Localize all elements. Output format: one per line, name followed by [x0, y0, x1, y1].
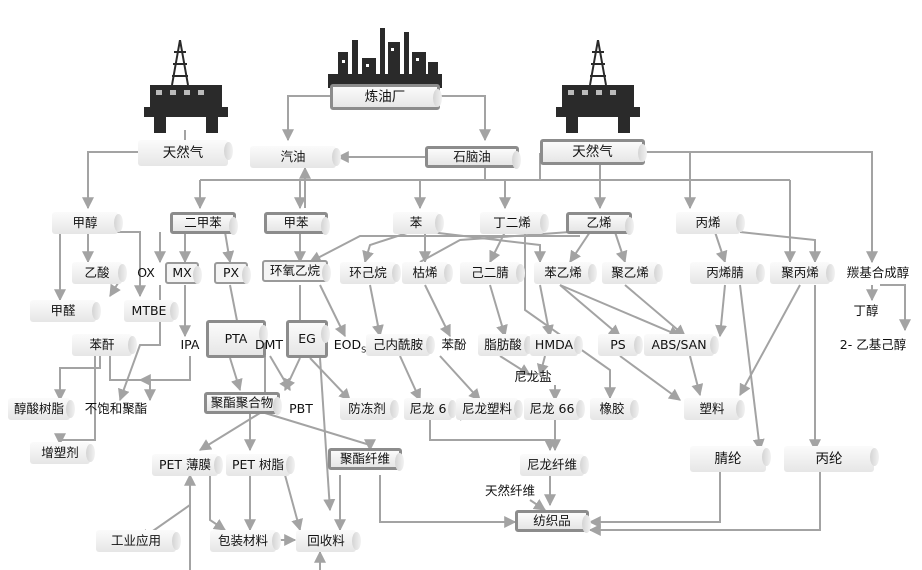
node-natural-gas-left: 天然气	[138, 140, 228, 166]
node-toluene: 甲苯	[264, 212, 328, 234]
node-pet-resin: PET 树脂	[226, 454, 290, 476]
node-alkyd-resin: 醇酸树脂	[8, 398, 70, 420]
node-acrylonitrile: 丙烯腈	[690, 262, 760, 284]
node-rubber: 橡胶	[590, 398, 634, 420]
node-ethylhexanol: 2- 乙基己醇	[830, 334, 916, 356]
node-methanol: 甲醇	[52, 212, 118, 234]
node-hmda: HMDA	[530, 334, 578, 356]
node-ox: OX	[132, 262, 160, 284]
node-nylon-66: 尼龙 66	[524, 398, 580, 420]
node-phenol: 苯酚	[434, 334, 474, 356]
node-styrene: 苯乙烯	[534, 262, 592, 284]
node-refinery: 炼油厂	[330, 84, 440, 110]
node-unsaturated-polyester: 不饱和聚酯	[78, 398, 154, 420]
node-industrial-use: 工业应用	[96, 530, 176, 552]
node-ipa: IPA	[172, 334, 208, 356]
node-gasoline: 汽油	[250, 146, 336, 168]
node-xylene: 二甲苯	[170, 212, 236, 234]
node-polyester-polymer: 聚酯聚合物	[204, 392, 280, 414]
node-eod: EODS	[330, 334, 370, 356]
node-oxo-alcohol: 羰基合成醇	[838, 262, 918, 284]
node-natural-fiber: 天然纤维	[478, 480, 542, 502]
offshore-platform-icon	[140, 40, 232, 140]
node-pbt: PBT	[284, 398, 318, 420]
node-polypropylene-fiber: 丙纶	[784, 446, 874, 472]
node-natural-gas-right: 天然气	[540, 139, 645, 165]
node-polyethylene: 聚乙烯	[602, 262, 658, 284]
node-nylon-plastic: 尼龙塑料	[456, 398, 518, 420]
node-ethylene-oxide: 环氧乙烷	[262, 260, 328, 282]
node-mtbe: MTBE	[124, 300, 174, 322]
node-packaging: 包装材料	[210, 530, 276, 552]
refinery-icon	[328, 22, 442, 88]
node-plastics: 塑料	[684, 398, 740, 420]
node-ethylene: 乙烯	[566, 212, 632, 234]
eod-label: EOD	[334, 337, 361, 352]
node-dmt: DMT	[252, 334, 286, 356]
node-pet-film: PET 薄膜	[152, 454, 218, 476]
node-textiles: 纺织品	[515, 510, 589, 532]
node-ps: PS	[598, 334, 638, 356]
node-antifreeze: 防冻剂	[340, 398, 394, 420]
node-nylon-salt: 尼龙盐	[508, 366, 558, 388]
node-propylene: 丙烯	[676, 212, 740, 234]
node-cyclohexane: 环己烷	[340, 262, 396, 284]
node-px: PX	[214, 262, 248, 284]
node-nylon-fiber: 尼龙纤维	[520, 454, 584, 476]
node-acrylic-fiber: 腈纶	[690, 446, 766, 472]
node-benzene: 苯	[393, 212, 439, 234]
node-naphtha: 石脑油	[425, 146, 519, 168]
node-acetic-acid: 乙酸	[72, 262, 122, 284]
node-abs-san: ABS/SAN	[644, 334, 714, 356]
node-adipic-acid: 脂肪酸	[478, 334, 528, 356]
node-caprolactam: 己内酰胺	[366, 334, 430, 356]
node-polypropylene: 聚丙烯	[770, 262, 830, 284]
offshore-platform-icon	[552, 40, 644, 140]
node-adiponitrile: 己二腈	[460, 262, 520, 284]
node-butanol: 丁醇	[836, 300, 896, 322]
node-cumene: 枯烯	[402, 262, 448, 284]
node-polyester-fiber: 聚酯纤维	[328, 448, 402, 470]
node-eg: EG	[286, 320, 328, 358]
node-plasticizer: 增塑剂	[30, 442, 90, 464]
node-butadiene: 丁二烯	[480, 212, 544, 234]
node-formaldehyde: 甲醛	[30, 300, 96, 322]
node-nylon-6: 尼龙 6	[404, 398, 452, 420]
node-mx: MX	[165, 262, 199, 284]
node-recycled: 回收料	[296, 530, 356, 552]
node-phthalic-anhydride: 苯酐	[72, 334, 132, 356]
